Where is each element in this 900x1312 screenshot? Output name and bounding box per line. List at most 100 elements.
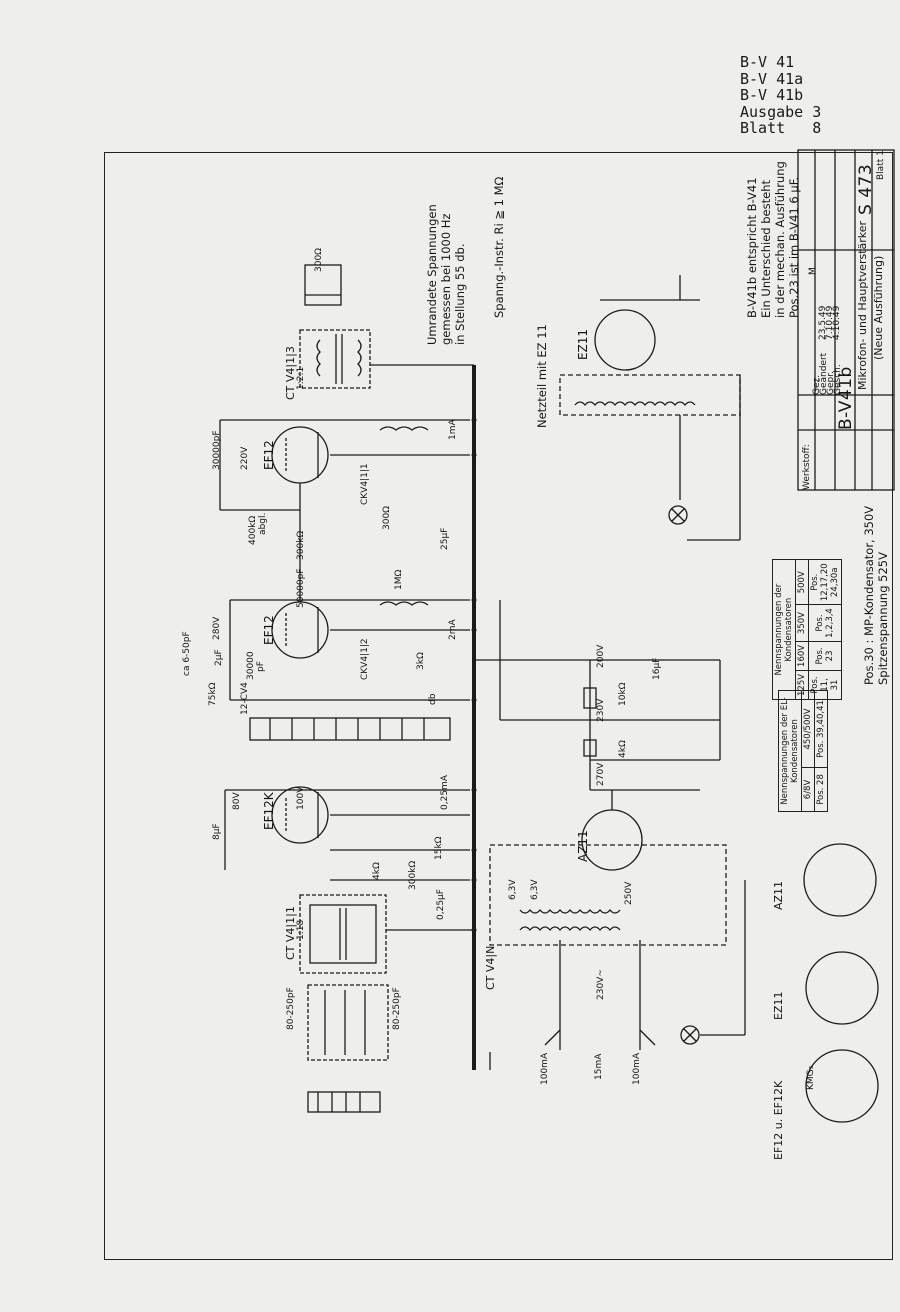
- measured-note-line: in Stellung 55 db.: [453, 243, 467, 346]
- date: 4.10.49: [832, 305, 842, 340]
- value-label: 220V: [240, 446, 250, 470]
- value-label: 2mA: [448, 619, 458, 640]
- tube-label: EF12: [262, 440, 276, 470]
- value-label: 300kΩ: [296, 530, 306, 560]
- resistor-38: [583, 739, 597, 757]
- rev-mark: M: [808, 267, 818, 275]
- input-terminal-strip: [307, 1091, 381, 1113]
- table-cell: 500V: [795, 559, 809, 605]
- tube-ez11: [594, 309, 656, 371]
- pinout-az11: [803, 843, 877, 917]
- pinout-label: EZ11: [772, 991, 785, 1020]
- tube-label: EZ11: [576, 328, 590, 360]
- measured-note-line: Umrandete Spannungen: [425, 204, 439, 345]
- tube-label: EF12: [262, 615, 276, 645]
- power-transformer-upper: [559, 374, 741, 416]
- variant-note: B-V41b entspricht B-V41 Ein Unterschied …: [745, 161, 801, 318]
- title-block: [797, 149, 895, 491]
- pinout-label: AZ11: [772, 880, 785, 910]
- capacitor-voltage-table: Nennspannungen der Kondensatoren 125V 16…: [772, 559, 842, 700]
- resistor-37: [583, 687, 597, 709]
- value-label: 400kΩ: [248, 515, 258, 545]
- table-cell: 160V: [795, 641, 809, 671]
- junction-dots: [471, 417, 477, 933]
- header-line: B-V 41: [740, 53, 795, 71]
- variant-line: B-V41b entspricht B-V41: [745, 177, 759, 318]
- sheet-label: Blatt 1: [876, 150, 886, 180]
- title-head: Gesch.: [833, 364, 843, 395]
- table-title: Nennspannungen der EL-Kondensatoren: [778, 690, 802, 812]
- value-label: 50000pF: [296, 568, 306, 608]
- value-label: 100mA: [540, 1052, 550, 1085]
- measured-note: Umrandete Spannungen gemessen bei 1000 H…: [425, 204, 467, 345]
- value-label: 230V~: [596, 969, 606, 1000]
- value-label: 75kΩ: [208, 682, 218, 706]
- value-label: 250V: [624, 881, 634, 905]
- pinout-label: EF12 u. EF12K: [772, 1080, 785, 1160]
- variant-line: Pos.23 ist im B-V41 6 µF.: [787, 176, 801, 318]
- input-network: [307, 984, 389, 1061]
- value-label: 30000: [246, 651, 256, 680]
- netzteil-label: Netzteil mit EZ 11: [535, 324, 549, 428]
- value-label: 2µF: [214, 649, 224, 666]
- mp-note-line: Spitzenspannung 525V: [876, 552, 890, 685]
- value-label: 6,3V: [508, 879, 518, 900]
- table-title: Nennspannungen der Kondensatoren: [772, 559, 796, 700]
- pinout-ef12: [805, 1049, 879, 1123]
- table-cell: Pos. 39,40,41: [814, 690, 828, 768]
- drawing-frame: [104, 152, 893, 1260]
- output-connector: [304, 264, 342, 306]
- value-label: 100mA: [632, 1052, 642, 1085]
- tube-ef12-middle: [271, 601, 329, 659]
- value-label: 300kΩ: [408, 860, 418, 890]
- attenuator-ladder: [249, 717, 451, 741]
- table-cell: Pos. 28: [814, 767, 828, 812]
- attenuator-label: 12-CV4: [240, 682, 250, 715]
- value-label: 25µF: [440, 527, 450, 550]
- table-cell: 6/8V: [801, 767, 815, 812]
- value-label: 80V: [232, 792, 242, 810]
- drawing-number: S 473: [856, 163, 876, 215]
- transformer-ratio: 1:2:1: [296, 366, 306, 390]
- value-label: 230V: [596, 698, 606, 722]
- value-label: 200V: [596, 644, 606, 668]
- sheet-header: B-V 41 B-V 41a B-V 41b Ausgabe 3 Blatt 8: [740, 54, 821, 137]
- tube-ef12-upper: [271, 426, 329, 484]
- table-cell: Pos. 23: [808, 641, 842, 671]
- input-transformer: [299, 894, 387, 974]
- pilot-lamp-upper: [668, 505, 688, 525]
- value-label: ca 6-50pF: [182, 631, 192, 676]
- choke-label: CKV4|1|2: [360, 638, 370, 680]
- power-transformer-block: [489, 844, 727, 946]
- value-label: 300Ω: [382, 505, 392, 530]
- table-cell: Pos. 1,2,3,4: [808, 604, 842, 642]
- title-line: Mikrofon- und Hauptverstärker: [856, 220, 869, 390]
- header-line: Blatt 8: [740, 119, 822, 137]
- pilot-lamp-lower: [680, 1025, 700, 1045]
- value-label: 280V: [212, 616, 222, 640]
- mp-note: Pos.30 : MP-Kondensator, 350V Spitzenspa…: [862, 506, 890, 685]
- transformer-ratio: 1:18: [296, 919, 306, 940]
- value-label: abgl.: [258, 512, 268, 535]
- value-label: 0,25mA: [440, 775, 450, 810]
- tube-ef12k: [271, 786, 329, 844]
- value-label: 100V: [296, 786, 306, 810]
- header-line: Ausgabe 3: [740, 102, 822, 121]
- value-label: 8µF: [212, 823, 222, 840]
- choke-label: CKV4|1|1: [360, 463, 370, 505]
- tube-az11: [581, 809, 643, 871]
- value-label: 3kΩ: [416, 652, 426, 670]
- value-label: 6,3V: [530, 879, 540, 900]
- value-label: 4kΩ: [372, 862, 382, 880]
- table-cell: Pos. 12,17,20 24,30a: [808, 559, 842, 605]
- value-label: 80-250pF: [392, 987, 402, 1030]
- value-label: 4kΩ: [618, 740, 628, 758]
- value-label: 1mA: [448, 419, 458, 440]
- title-line: (Neue Ausführung): [872, 255, 885, 360]
- value-label: db: [428, 693, 438, 705]
- variant-line: in der mechan. Ausführung: [773, 161, 787, 318]
- value-label: 270V: [596, 762, 606, 786]
- table-cell: 450/500V: [801, 690, 815, 768]
- table-cell: 350V: [795, 604, 809, 642]
